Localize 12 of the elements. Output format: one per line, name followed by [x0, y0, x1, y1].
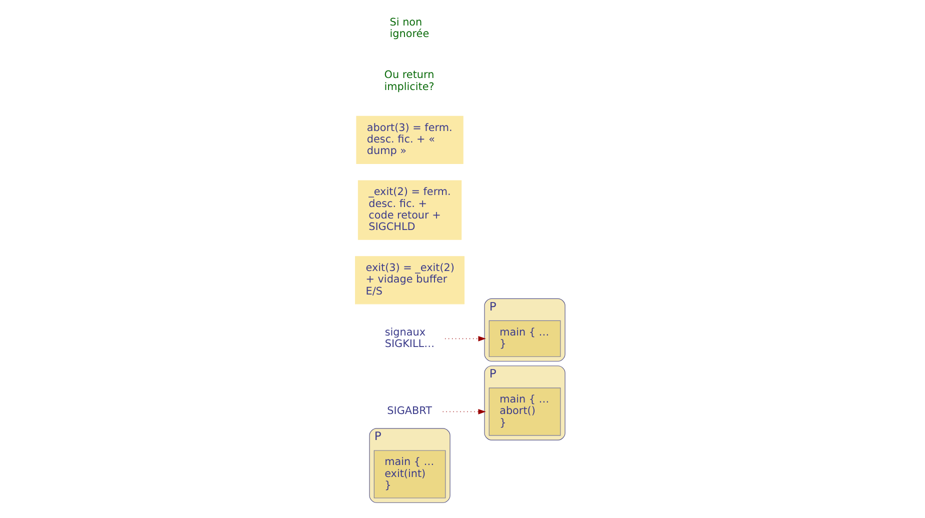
- label: Si non ignorée: [390, 16, 430, 40]
- node-box: abort(3) = ferm. desc. fic. + « dump »: [356, 116, 464, 164]
- node-box: main { … exit(int) }: [374, 450, 446, 498]
- node-box: main { … abort() }: [488, 388, 561, 436]
- arrow: [442, 408, 486, 414]
- label: Ou return implicite?: [384, 69, 434, 93]
- arrow: [444, 336, 486, 342]
- node-box: _exit(2) = ferm. desc. fic. + code retour + SIGCHLD: [358, 180, 462, 240]
- node-box: main { … }: [488, 320, 561, 357]
- node-text: SIGABRT: [387, 405, 432, 418]
- node-box: exit(3) = _exit(2) + vidage buffer E/S: [355, 256, 465, 304]
- node-text: signaux SIGKILL…: [384, 326, 435, 350]
